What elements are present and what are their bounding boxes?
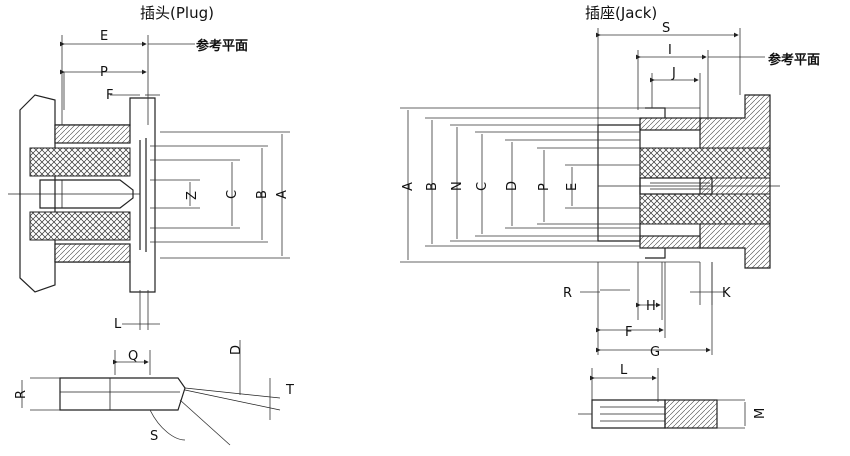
plug-ref-plane-label: 参考平面: [196, 38, 248, 54]
plug-dimensions: [60, 35, 290, 330]
jack-dim-B: B: [425, 182, 440, 191]
jack-dim-R: R: [563, 286, 572, 301]
jack-dim-K: K: [722, 286, 731, 301]
plug-pin-detail: [21, 340, 281, 446]
plug-dim-B: B: [255, 190, 270, 199]
jack-socket-detail: [578, 368, 746, 429]
plug-title: 插头(Plug): [140, 4, 214, 22]
plug-dim-C: C: [225, 190, 240, 199]
jack-dim-D: D: [505, 181, 520, 191]
jack-dim-E: E: [565, 183, 580, 191]
jack-dim-J: J: [671, 66, 676, 81]
plug-dim-E: E: [100, 29, 108, 44]
plug-dim-D: D: [229, 345, 244, 355]
plug-dim-R: R: [14, 390, 29, 399]
jack-section: 插座(Jack) 参考平面: [400, 4, 820, 429]
jack-dim-G: G: [650, 345, 660, 360]
jack-dimensions: [400, 28, 765, 355]
jack-dim-I: I: [668, 43, 672, 58]
plug-dim-F: F: [106, 88, 113, 103]
plug-dim-Z: Z: [185, 191, 200, 200]
plug-section: 插头(Plug) 参考平面: [8, 4, 294, 446]
plug-dim-T: T: [285, 383, 294, 398]
jack-dim-A: A: [401, 182, 416, 191]
jack-dim-F: F: [625, 325, 632, 340]
jack-body: [597, 94, 780, 269]
plug-dim-P: P: [100, 65, 108, 80]
jack-dim-L: L: [620, 363, 628, 378]
plug-dim-Q: Q: [128, 349, 138, 364]
jack-dim-M: M: [753, 408, 768, 419]
jack-dim-S: S: [662, 21, 670, 36]
jack-title: 插座(Jack): [585, 4, 657, 22]
jack-dim-N: N: [450, 181, 465, 191]
jack-dim-H: H: [646, 299, 656, 314]
jack-dim-C: C: [475, 182, 490, 191]
plug-body: [8, 94, 156, 293]
plug-dim-L: L: [114, 317, 122, 332]
plug-dim-A: A: [275, 190, 290, 199]
jack-dim-P: P: [537, 183, 552, 191]
jack-ref-plane-label: 参考平面: [768, 52, 820, 68]
plug-dim-S: S: [150, 429, 158, 444]
